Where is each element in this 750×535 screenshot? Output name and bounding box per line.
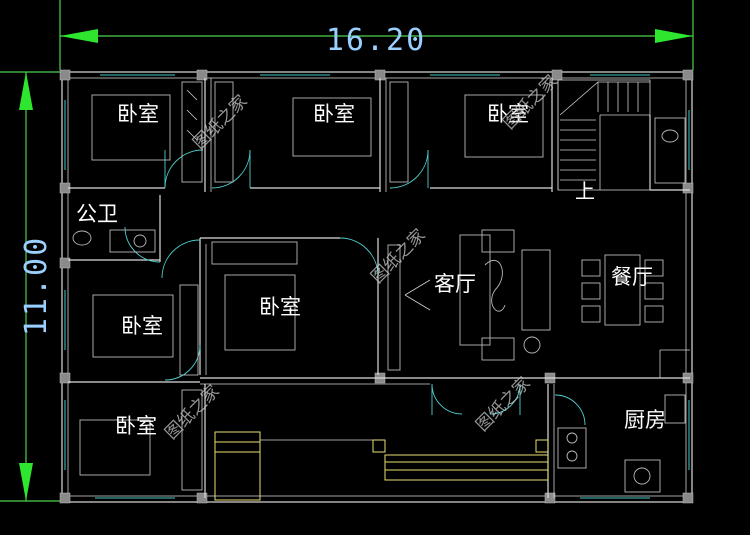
arrow-right-icon xyxy=(655,29,693,43)
staircase xyxy=(557,79,686,191)
room-label-living-room: 客厅 xyxy=(434,272,476,296)
arrow-left-icon xyxy=(60,29,98,43)
room-label-bedroom-top-right: 卧室 xyxy=(487,102,529,126)
room-label-bedroom-top-middle: 卧室 xyxy=(313,102,355,126)
structural-columns xyxy=(59,69,694,504)
watermark: 图纸之家 xyxy=(161,381,223,443)
doors xyxy=(124,149,586,426)
watermark-group: 图纸之家 图纸之家 图纸之家 图纸之家 图纸之家 xyxy=(161,71,561,443)
width-dimension: 16.20 xyxy=(326,23,426,58)
dimension-top: 16.20 xyxy=(59,0,694,70)
room-label-kitchen: 厨房 xyxy=(624,408,666,432)
depth-dimension: 11.00 xyxy=(19,236,54,336)
stair-up-label: 上 xyxy=(575,179,595,203)
dimension-left: 11.00 xyxy=(0,71,62,502)
interior-walls xyxy=(68,78,690,498)
room-label-bedroom-center: 卧室 xyxy=(259,295,301,319)
room-label-dining-room: 餐厅 xyxy=(611,265,653,289)
windows xyxy=(64,74,690,499)
watermark: 图纸之家 xyxy=(472,373,534,435)
watermark: 图纸之家 xyxy=(189,91,251,153)
entry-steps xyxy=(214,431,549,501)
room-label-public-bath: 公卫 xyxy=(76,202,118,226)
furniture xyxy=(72,81,686,493)
room-label-bedroom-bottom-left: 卧室 xyxy=(115,414,157,438)
room-label-bedroom-left: 卧室 xyxy=(121,314,163,338)
watermark: 图纸之家 xyxy=(367,225,429,287)
arrow-up-icon xyxy=(19,72,33,110)
room-label-bedroom-top-left: 卧室 xyxy=(117,102,159,126)
arrow-down-icon xyxy=(19,463,33,501)
